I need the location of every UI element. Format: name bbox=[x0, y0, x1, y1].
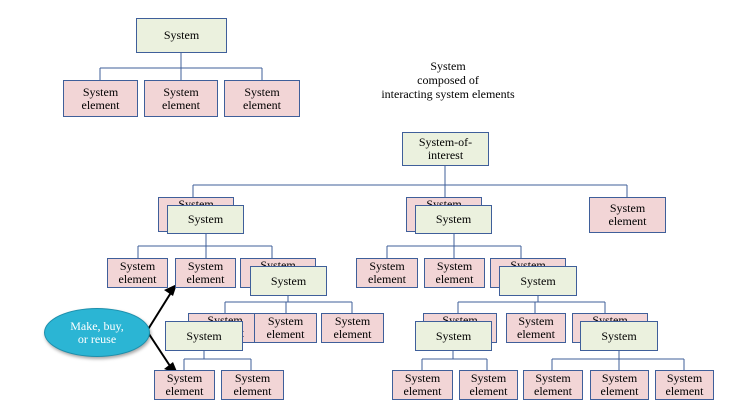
left-system: System bbox=[167, 205, 244, 234]
right-element: System element bbox=[589, 197, 666, 233]
left-system-label: System bbox=[187, 212, 224, 226]
middle-deep-element-3: System element bbox=[523, 370, 583, 400]
top-element-2-label: System element bbox=[162, 84, 200, 112]
left-nested-system-label: System bbox=[270, 273, 307, 288]
middle-deep-element-5-label: System element bbox=[665, 371, 704, 398]
system-of-interest: System-of- interest bbox=[402, 132, 489, 166]
top-element-1: System element bbox=[63, 80, 138, 117]
middle-nested-system: System bbox=[499, 266, 577, 296]
top-system-label: System bbox=[163, 28, 200, 42]
make-buy-reuse-oval: Make, buy, or reuse bbox=[44, 308, 150, 357]
middle-deep-element-4: System element bbox=[590, 370, 649, 400]
left-nested-element-3: System element bbox=[321, 313, 384, 343]
top-element-1-label: System element bbox=[81, 84, 120, 112]
right-element-label: System element bbox=[608, 201, 647, 228]
middle-deep-system-left-label: System bbox=[435, 328, 472, 343]
left-element-2: System element bbox=[175, 258, 236, 288]
middle-nested-element-2: System element bbox=[506, 313, 566, 343]
middle-system: System bbox=[415, 205, 492, 234]
middle-element-2: System element bbox=[424, 258, 485, 288]
top-element-3-label: System element bbox=[243, 84, 281, 112]
arrowhead-up bbox=[164, 284, 177, 296]
middle-nested-element-2-label: System element bbox=[517, 314, 555, 341]
middle-deep-element-5: System element bbox=[655, 370, 714, 400]
middle-deep-system-left: System bbox=[415, 321, 492, 351]
middle-element-2-label: System element bbox=[435, 259, 474, 286]
middle-deep-element-2-label: System element bbox=[469, 371, 508, 398]
top-element-2: System element bbox=[144, 80, 218, 117]
top-system: System bbox=[136, 18, 227, 53]
left-element-2-label: System element bbox=[186, 259, 225, 286]
left-deep-system-label: System bbox=[186, 328, 222, 343]
left-deep-element-1: System element bbox=[154, 370, 215, 400]
middle-element-1: System element bbox=[356, 258, 418, 288]
left-nested-system: System bbox=[250, 266, 327, 296]
middle-deep-element-1-label: System element bbox=[403, 371, 442, 398]
left-deep-element-2: System element bbox=[221, 370, 284, 400]
left-deep-element-2-label: System element bbox=[233, 371, 272, 398]
top-element-3: System element bbox=[224, 80, 300, 117]
left-deep-element-1-label: System element bbox=[165, 371, 204, 398]
middle-deep-element-3-label: System element bbox=[534, 371, 572, 398]
middle-deep-system-right: System bbox=[580, 321, 658, 351]
middle-element-1-label: System element bbox=[368, 259, 406, 286]
middle-system-label: System bbox=[435, 212, 472, 226]
system-of-interest-label: System-of- interest bbox=[418, 135, 473, 162]
middle-deep-element-2: System element bbox=[459, 370, 518, 400]
middle-nested-system-label: System bbox=[520, 273, 556, 288]
left-deep-system: System bbox=[165, 321, 243, 351]
left-nested-element-2-label: System element bbox=[266, 314, 305, 341]
middle-deep-element-1: System element bbox=[392, 370, 453, 400]
left-element-1: System element bbox=[107, 258, 168, 288]
left-nested-element-2: System element bbox=[254, 313, 317, 343]
left-element-1-label: System element bbox=[118, 259, 157, 286]
left-nested-element-3-label: System element bbox=[333, 314, 372, 341]
caption: System composed of interacting system el… bbox=[381, 59, 515, 101]
middle-deep-element-4-label: System element bbox=[600, 371, 639, 398]
middle-deep-system-right-label: System bbox=[601, 328, 637, 343]
